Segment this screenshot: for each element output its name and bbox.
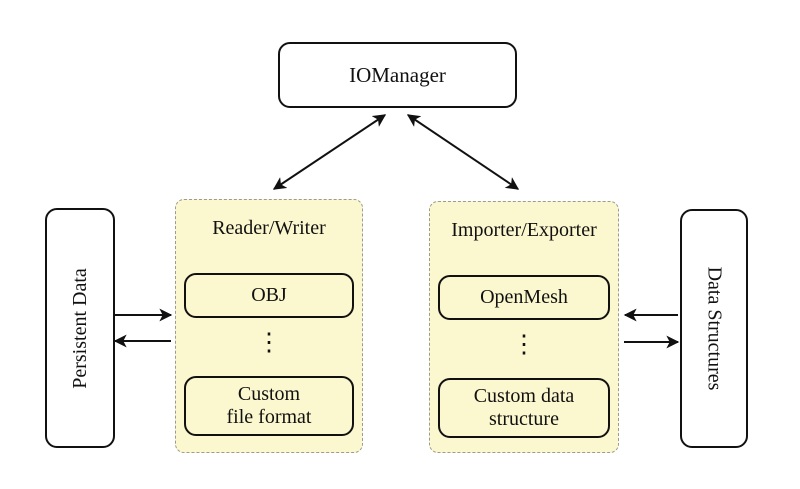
vertical-ellipsis-right: ⋮ bbox=[511, 331, 537, 358]
custom-data-structure-line1: Custom data bbox=[473, 384, 575, 407]
data-structures-label: Data Structures bbox=[703, 266, 726, 391]
arrow-iomanager-importer-exporter bbox=[406, 114, 520, 190]
custom-file-format-box: Custom file format bbox=[184, 376, 354, 436]
persistent-data-box: Persistent Data bbox=[45, 208, 115, 448]
reader-writer-title: Reader/Writer bbox=[212, 217, 326, 239]
openmesh-label: OpenMesh bbox=[480, 285, 568, 308]
importer-exporter-title: Importer/Exporter bbox=[451, 219, 597, 241]
custom-data-structure-line2: structure bbox=[489, 408, 559, 430]
iomanager-label: IOManager bbox=[349, 62, 446, 87]
openmesh-box: OpenMesh bbox=[438, 275, 610, 320]
reader-writer-group: Reader/Writer OBJ ⋮ Custom file format bbox=[175, 199, 363, 453]
obj-label: OBJ bbox=[251, 283, 287, 306]
iomanager-box: IOManager bbox=[278, 42, 517, 108]
obj-box: OBJ bbox=[184, 273, 354, 318]
importer-exporter-group: Importer/Exporter OpenMesh ⋮ Custom data… bbox=[429, 201, 619, 453]
persistent-data-label: Persistent Data bbox=[68, 267, 91, 389]
custom-file-format-line2: file format bbox=[226, 406, 312, 428]
arrow-iomanager-reader-writer bbox=[272, 114, 387, 190]
data-structures-box: Data Structures bbox=[680, 209, 748, 448]
vertical-ellipsis-left: ⋮ bbox=[256, 329, 282, 356]
custom-file-format-line1: Custom bbox=[237, 382, 301, 405]
custom-data-structure-box: Custom data structure bbox=[438, 378, 610, 438]
